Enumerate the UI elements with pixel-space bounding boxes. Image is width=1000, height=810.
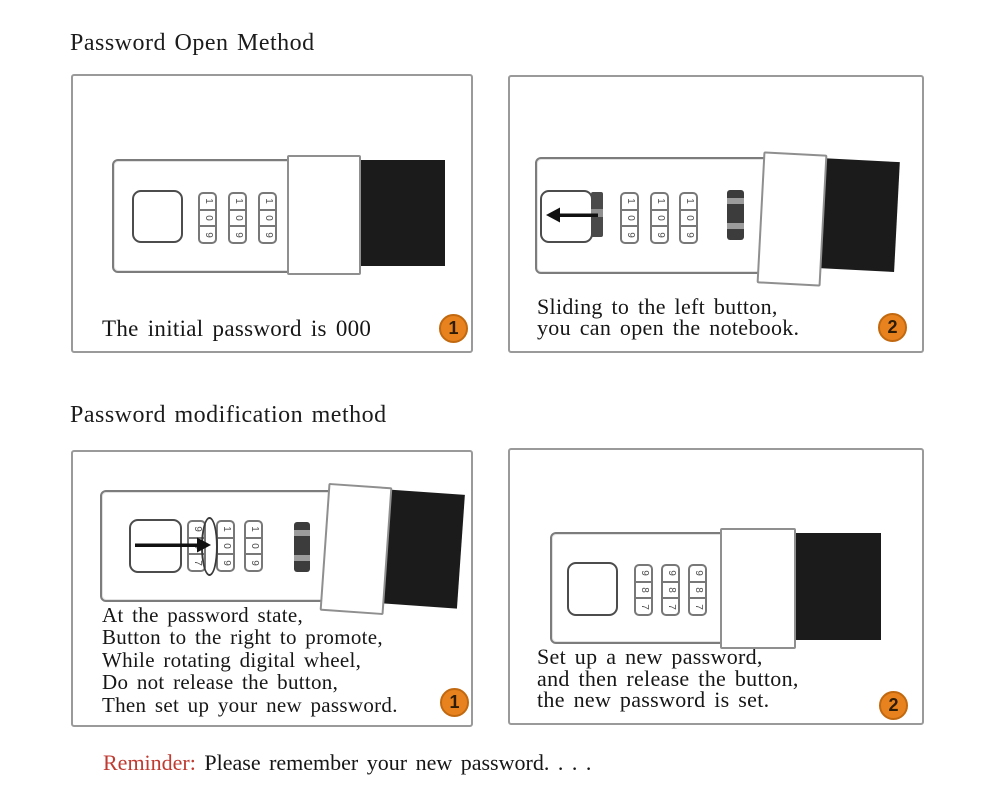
slide-cover — [319, 482, 393, 616]
lock-button — [132, 190, 183, 243]
wheel-digit: 1 — [220, 526, 232, 533]
wheel-digit: 1 — [624, 198, 636, 205]
lock-bolt — [791, 533, 881, 640]
wheel-digit: 7 — [638, 603, 650, 610]
wheel-digit: 1 — [262, 198, 274, 205]
slide-cover — [287, 155, 361, 275]
latch-bar — [727, 190, 744, 240]
dial-wheel: 1 0 9 — [650, 192, 669, 244]
dial-wheel: 1 0 9 — [679, 192, 698, 244]
section-title-open: Password Open Method — [70, 30, 315, 56]
dial-wheel: 1 0 9 — [244, 520, 263, 572]
caption-line: you can open the notebook. — [537, 315, 800, 340]
lock-bolt — [378, 489, 465, 609]
dial-wheel: 1 0 9 — [198, 192, 217, 244]
panel-open-step1: 1 0 9 1 0 9 1 0 9 The initial password i… — [71, 74, 473, 353]
wheel-digit: 1 — [202, 198, 214, 205]
wheel-digit: 0 — [232, 215, 244, 221]
dial-wheel: 9 8 7 — [688, 564, 707, 616]
wheel-digit: 9 — [220, 559, 232, 566]
wheel-digit: 7 — [692, 603, 704, 610]
wheel-digit: 9 — [191, 526, 203, 533]
caption-line: Set up a new password, — [537, 644, 763, 669]
wheel-digit: 1 — [654, 198, 666, 205]
latch-bar — [294, 522, 310, 572]
step-number: 1 — [449, 692, 460, 712]
wheel-digit: 8 — [692, 587, 704, 593]
wheel-digit: 9 — [232, 231, 244, 238]
caption-line: Then set up your new password. — [102, 692, 398, 717]
wheel-digit: 8 — [638, 587, 650, 593]
panel-open-step2: 1 0 9 1 0 9 1 0 9 Sliding to the left bu… — [508, 75, 924, 353]
wheel-digit: 0 — [248, 543, 260, 549]
wheel-digit: 9 — [665, 570, 677, 577]
slide-cover — [720, 528, 796, 649]
reminder-text: Please remember your new password. . . . — [204, 750, 592, 775]
wheel-digit: 0 — [262, 215, 274, 221]
right-arrow-icon — [135, 537, 211, 553]
step-number: 2 — [888, 695, 899, 715]
dial-wheel: 9 8 7 — [661, 564, 680, 616]
panel-caption: Set up a new password, and then release … — [537, 646, 799, 711]
caption-line: While rotating digital wheel, — [102, 647, 362, 672]
caption-line: Button to the right to promote, — [102, 625, 383, 650]
slide-cover — [756, 151, 828, 287]
panel-caption: Sliding to the left button, you can open… — [537, 294, 800, 340]
dial-wheel: 1 0 9 — [620, 192, 639, 244]
wheel-digit: 1 — [248, 526, 260, 533]
step-badge: 1 — [440, 688, 469, 717]
wheel-digit: 0 — [683, 215, 695, 221]
caption-line: The initial password is 000 — [102, 316, 372, 341]
wheel-digit: 8 — [665, 587, 677, 593]
wheel-digit: 7 — [665, 603, 677, 610]
wheel-digit: 9 — [202, 231, 214, 238]
left-arrow-icon — [546, 207, 598, 223]
wheel-digit: 0 — [220, 543, 232, 549]
wheel-digit: 9 — [654, 231, 666, 238]
step-number: 1 — [448, 318, 459, 338]
panel-modify-step2: 9 8 7 9 8 7 9 8 7 Set up a new password,… — [508, 448, 924, 725]
wheel-digit: 9 — [624, 231, 636, 238]
wheel-digit: 9 — [248, 559, 260, 566]
caption-line: Do not release the button, — [102, 670, 339, 695]
wheel-digit: 9 — [638, 570, 650, 577]
wheel-digit: 0 — [654, 215, 666, 221]
dial-wheel: 1 0 9 — [228, 192, 247, 244]
wheel-digit: 7 — [191, 559, 203, 566]
panel-caption: At the password state, Button to the rig… — [102, 604, 398, 716]
wheel-digit: 9 — [692, 570, 704, 577]
wheel-digit: 1 — [232, 198, 244, 205]
wheel-digit: 1 — [683, 198, 695, 205]
panel-caption: The initial password is 000 — [102, 316, 371, 342]
caption-line: Sliding to the left button, — [537, 294, 778, 319]
wheel-digit: 0 — [202, 215, 214, 221]
wheel-digit: 9 — [262, 231, 274, 238]
lock-button — [567, 562, 618, 616]
step-number: 2 — [887, 317, 898, 337]
caption-line: At the password state, — [102, 603, 304, 627]
wheel-digit: 0 — [624, 215, 636, 221]
dial-wheel: 1 0 9 — [216, 520, 235, 572]
section-title-modify: Password modification method — [70, 402, 387, 428]
caption-line: and then release the button, — [537, 665, 799, 691]
dial-wheel: 9 8 7 — [634, 564, 653, 616]
wheel-digit: 9 — [683, 231, 695, 238]
reminder-label: Reminder: — [103, 750, 196, 775]
lock-bolt — [814, 157, 900, 273]
step-badge: 2 — [878, 313, 907, 342]
lock-bolt — [355, 160, 445, 266]
dial-wheel: 1 0 9 — [258, 192, 277, 244]
step-badge: 1 — [439, 314, 468, 343]
step-badge: 2 — [879, 691, 908, 720]
reminder: Reminder: Please remember your new passw… — [103, 750, 591, 776]
caption-line: the new password is set. — [537, 687, 770, 712]
panel-modify-step1: 9 8 7 1 0 9 1 0 9 At the password state,… — [71, 450, 473, 727]
